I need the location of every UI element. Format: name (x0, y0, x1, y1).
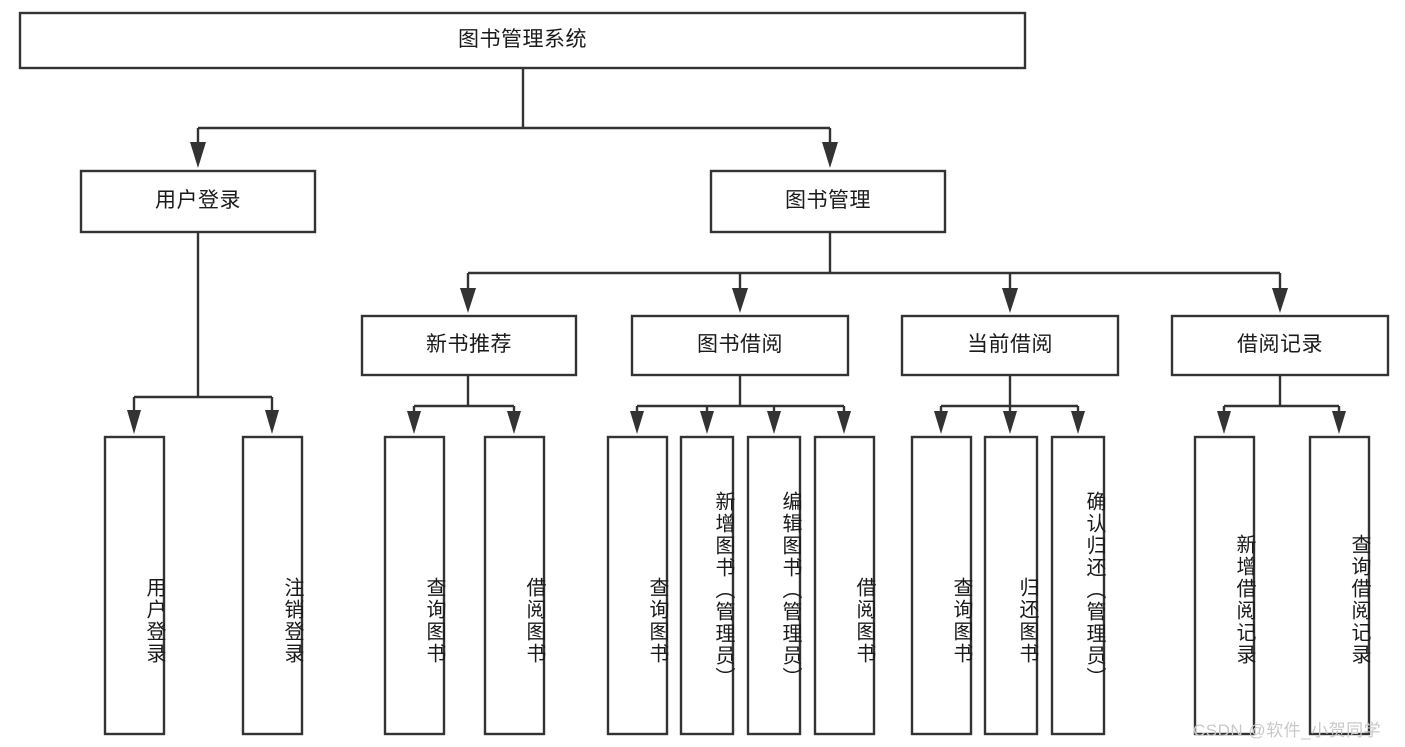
arrow-bb-leaf-3 (767, 411, 781, 434)
node-rect-leaf-edit-book[interactable] (746, 435, 802, 736)
arrow-user-login-leaf-1 (127, 410, 141, 434)
arrow-nbr-leaf-2 (507, 411, 521, 434)
node-rects (18, 11, 1390, 736)
node-rect-book-manage[interactable] (709, 169, 947, 234)
edges-current-borrow-to-leaves (934, 375, 1085, 434)
node-rect-leaf-borrow-book-2[interactable] (813, 435, 876, 736)
node-rect-leaf-logout[interactable] (241, 435, 304, 736)
arrow-bb-leaf-2 (700, 411, 714, 434)
node-rect-leaf-query-book-2[interactable] (606, 435, 669, 736)
arrow-cb-leaf-1 (934, 411, 948, 434)
node-rect-root[interactable] (18, 11, 1027, 70)
edges-root-to-level1 (190, 68, 838, 168)
edges-user-login-to-leaves (127, 232, 279, 434)
node-rect-leaf-query-book-3[interactable] (910, 435, 973, 736)
node-rect-leaf-query-record[interactable] (1308, 435, 1371, 736)
arrow-nbr-leaf-1 (407, 411, 421, 434)
node-rect-leaf-add-book[interactable] (679, 435, 735, 736)
edges-borrow-record-to-leaves (1217, 375, 1346, 434)
node-rect-leaf-query-book-1[interactable] (383, 435, 446, 736)
node-rect-new-book-rec[interactable] (360, 314, 578, 377)
arrow-br-leaf-1 (1217, 411, 1231, 434)
edges-book-borrow-to-leaves (630, 375, 851, 434)
node-rect-book-borrow[interactable] (630, 314, 850, 377)
node-rect-user-login[interactable] (79, 169, 317, 234)
arrow-root-to-book-manage (822, 142, 838, 168)
arrow-bm-borrow-record (1272, 288, 1288, 313)
arrow-cb-leaf-3 (1071, 411, 1085, 434)
csdn-watermark: CSDN @软件_小贺同学 (1193, 721, 1382, 740)
arrow-cb-leaf-2 (1003, 411, 1017, 434)
node-rect-borrow-record[interactable] (1170, 314, 1390, 377)
arrow-root-to-user-login (190, 142, 206, 168)
edges-book-manage-to-level2 (460, 232, 1288, 313)
node-rect-leaf-user-login[interactable] (103, 435, 166, 736)
arrow-bb-leaf-4 (837, 411, 851, 434)
arrow-bm-current-borrow (1002, 288, 1018, 313)
arrow-bm-new-book-rec (460, 288, 476, 313)
node-rect-leaf-confirm-return[interactable] (1050, 435, 1106, 736)
arrow-bm-book-borrow (732, 288, 748, 313)
node-rect-leaf-add-record[interactable] (1193, 435, 1256, 736)
arrow-br-leaf-2 (1332, 411, 1346, 434)
arrow-user-login-leaf-2 (265, 410, 279, 434)
arrow-bb-leaf-1 (630, 411, 644, 434)
node-rect-leaf-return-book[interactable] (983, 435, 1039, 736)
edges-new-book-rec-to-leaves (407, 375, 521, 434)
node-rect-current-borrow[interactable] (900, 314, 1120, 377)
node-rect-leaf-borrow-book-1[interactable] (483, 435, 546, 736)
